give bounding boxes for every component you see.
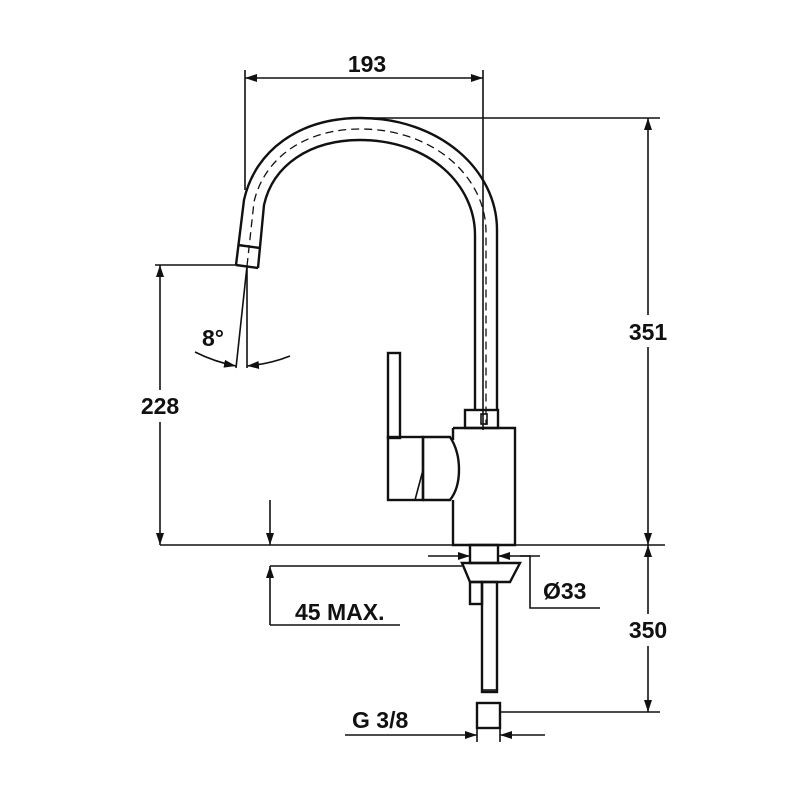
- dim-diameter-label: Ø33: [543, 578, 586, 604]
- dim-angle-8: 8°: [194, 265, 291, 369]
- dim-45-label: 45 MAX.: [295, 599, 384, 625]
- dim-45-max: 45 MAX.: [266, 500, 400, 626]
- mounting-shank: [460, 543, 522, 730]
- dim-351-label: 351: [629, 319, 668, 345]
- faucet-body: [451, 426, 517, 547]
- dim-351: 351: [360, 117, 675, 545]
- dim-350: 350: [500, 545, 675, 713]
- dim-g38-label: G 3/8: [352, 707, 408, 733]
- spout-nut: [463, 408, 500, 430]
- dim-193: 193: [244, 51, 484, 430]
- dim-350-label: 350: [629, 617, 667, 643]
- dim-228-label: 228: [141, 393, 180, 419]
- dim-g38: G 3/8: [345, 707, 545, 742]
- spout: [234, 116, 499, 425]
- lever-handle: [386, 351, 461, 502]
- dim-228: 228: [133, 264, 236, 545]
- dim-diameter-33: Ø33: [428, 552, 600, 609]
- dim-193-label: 193: [348, 51, 386, 77]
- dim-angle-label: 8°: [202, 325, 224, 351]
